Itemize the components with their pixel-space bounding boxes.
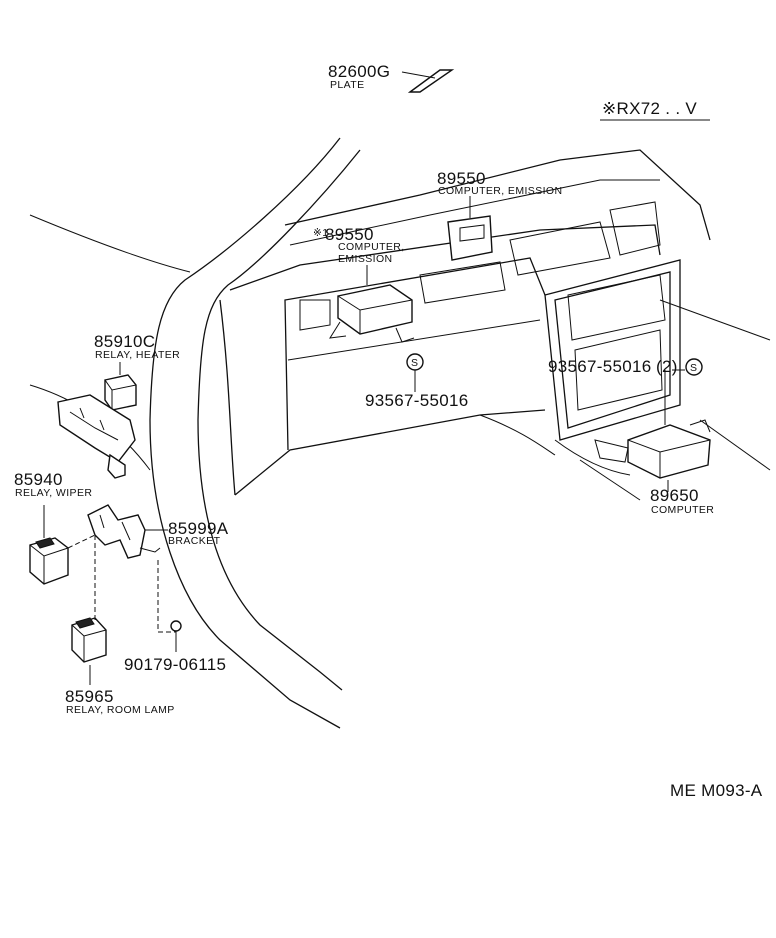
screw-symbol-left: S [411,357,418,369]
screw-left-part-number: 93567-55016 [365,391,469,410]
clip-part [170,620,182,652]
emission-computer-2-label-line1: COMPUTER, [338,241,405,253]
computer-part [594,370,711,492]
heater-relay-part [104,362,137,411]
drawing-code: ME M093-A [670,781,763,800]
screw-left [406,353,424,392]
clip-part-number: 90179-06115 [124,655,226,674]
bracket-part-number: 85999A [168,519,229,538]
screw-symbol-right: S [690,362,697,374]
plate-label: PLATE [330,79,364,91]
fuse-block-part [57,394,136,479]
model-code: ※RX72 . . V [602,99,697,118]
roomlamp-relay-part [71,617,107,685]
roomlamp-relay-label: RELAY, ROOM LAMP [66,704,175,716]
dashed-leaders [94,535,176,633]
computer-part-number: 89650 [650,486,699,505]
emission-computer-2-part-number: 89550 [325,225,374,244]
wiper-relay-part-number: 85940 [14,470,63,489]
screw-right-quantity: (2) [656,357,678,376]
plate-part [401,69,455,93]
dashboard-outline [29,137,771,729]
plate-part-number: 82600G [328,62,390,81]
supersession-mark: ※1 [313,227,328,239]
heater-relay-part-number: 85910C [94,332,155,351]
heater-relay-label: RELAY, HEATER [95,349,180,361]
wiper-relay-label: RELAY, WIPER [15,487,92,499]
callouts: 82600G PLATE ※RX72 . . V 89550 COMPUTER,… [14,62,763,800]
emission-computer-2-label-line2: EMISSION [338,253,393,265]
emission-computer-part-number: 89550 [437,169,486,188]
bracket-label: BRACKET [168,535,221,547]
emission-computer-part [447,196,493,261]
bracket-part [87,504,168,559]
computer-label: COMPUTER [651,504,714,516]
wiper-relay-part [29,505,96,585]
emission-computer-label: COMPUTER, EMISSION [438,185,562,197]
roomlamp-relay-part-number: 85965 [65,687,114,706]
emission-computer-2-part [329,265,415,343]
screw-right [672,358,703,376]
screw-right-part-number: 93567-55016 [548,357,652,376]
